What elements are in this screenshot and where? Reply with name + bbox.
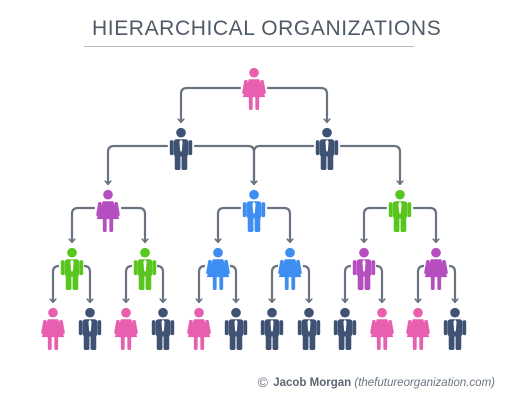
person-level4-1 bbox=[60, 247, 84, 290]
person-level5-6 bbox=[224, 307, 248, 350]
connector-6 bbox=[364, 206, 436, 244]
connector-5 bbox=[218, 206, 290, 244]
title-underline bbox=[84, 46, 414, 47]
connector-8 bbox=[126, 264, 163, 304]
person-level5-8 bbox=[297, 307, 321, 350]
person-level1-1 bbox=[242, 67, 266, 110]
person-level5-1 bbox=[41, 307, 65, 350]
credit-line: © Jacob Morgan (thefutureorganization.co… bbox=[258, 374, 495, 390]
credit-author: Jacob Morgan bbox=[273, 377, 352, 389]
connector-7 bbox=[53, 264, 90, 304]
person-level5-2 bbox=[78, 307, 102, 350]
person-level5-7 bbox=[260, 307, 284, 350]
person-level4-2 bbox=[133, 247, 157, 290]
person-level4-4 bbox=[278, 247, 302, 290]
connector-arrows bbox=[53, 86, 455, 304]
person-level2-2 bbox=[315, 127, 339, 170]
person-level5-11 bbox=[406, 307, 430, 350]
person-level3-1 bbox=[96, 189, 120, 232]
connector-10 bbox=[272, 264, 309, 304]
connector-12 bbox=[418, 264, 455, 304]
person-level3-2 bbox=[242, 189, 266, 232]
person-level5-5 bbox=[187, 307, 211, 350]
person-level5-3 bbox=[114, 307, 138, 350]
connector-11 bbox=[345, 264, 382, 304]
person-level5-12 bbox=[443, 307, 467, 350]
person-level5-9 bbox=[333, 307, 357, 350]
person-level4-5 bbox=[352, 247, 376, 290]
connector-4 bbox=[72, 206, 145, 244]
diagram-title: HIERARCHICAL ORGANIZATIONS bbox=[92, 17, 442, 40]
copyright-symbol: © bbox=[257, 374, 268, 390]
credit-site: (thefutureorganization.com) bbox=[354, 377, 495, 389]
connector-3 bbox=[254, 144, 400, 186]
connector-1 bbox=[181, 86, 327, 124]
person-level4-6 bbox=[424, 247, 448, 290]
connector-9 bbox=[199, 264, 236, 304]
person-level4-3 bbox=[206, 247, 230, 290]
person-level2-1 bbox=[169, 127, 193, 170]
person-level3-3 bbox=[388, 189, 412, 232]
person-level5-4 bbox=[151, 307, 175, 350]
people-figures bbox=[41, 67, 467, 350]
person-level5-10 bbox=[370, 307, 394, 350]
